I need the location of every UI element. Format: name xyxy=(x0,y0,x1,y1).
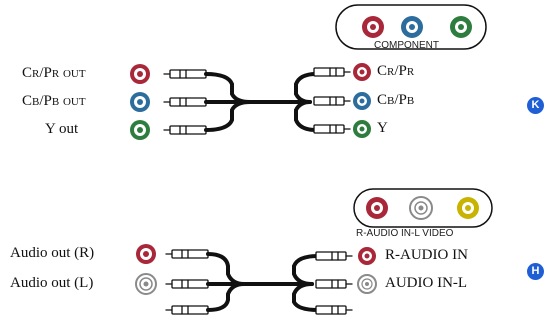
audio-right-plugs xyxy=(315,251,353,315)
audio-dest-jacks xyxy=(357,247,377,294)
component-dest-jacks xyxy=(353,63,371,138)
panel-jack-white-audio xyxy=(409,196,433,220)
audio-left-plugs xyxy=(165,249,209,315)
audio-cable xyxy=(165,249,353,315)
panel-jack-yellow-video xyxy=(457,197,479,219)
component-cable xyxy=(163,67,351,135)
source-label-audio-l: Audio out (L) xyxy=(10,275,94,291)
component-cable-right xyxy=(294,72,318,132)
panel-jack-green xyxy=(450,16,472,38)
component-source-jacks xyxy=(130,64,150,140)
component-right-plugs xyxy=(313,67,351,134)
dest-label-cb: Cb/Pb xyxy=(377,92,415,108)
source-label-audio-r: Audio out (R) xyxy=(10,245,95,261)
dest-label-audio-l: AUDIO IN-L xyxy=(385,275,468,291)
dest-jack-cb xyxy=(353,92,371,110)
component-cable-left xyxy=(204,72,312,132)
badge-h: H xyxy=(527,263,544,280)
audio-source-jacks xyxy=(135,244,157,295)
panel-jack-red-audio xyxy=(366,197,388,219)
source-jack-audio-r xyxy=(136,244,156,264)
badge-k: K xyxy=(527,97,544,114)
source-label-cr: Cr/Pr out xyxy=(22,65,86,81)
dest-jack-audio-r xyxy=(358,247,376,265)
source-label-y: Y out xyxy=(45,121,79,137)
source-label-cb: Cb/Pb out xyxy=(22,93,86,109)
dest-label-cr: Cr/Pr xyxy=(377,63,415,79)
dest-label-audio-r: R-AUDIO IN xyxy=(385,247,468,263)
component-panel xyxy=(335,4,487,50)
source-jack-audio-l xyxy=(135,273,157,295)
dest-jack-audio-l xyxy=(357,274,377,294)
dest-jack-y xyxy=(353,120,371,138)
dest-label-y: Y xyxy=(377,120,388,136)
source-jack-y xyxy=(130,120,150,140)
audio-panel xyxy=(353,188,493,228)
source-jack-cb xyxy=(130,92,150,112)
component-left-plugs xyxy=(163,69,207,135)
audio-cable-left xyxy=(206,252,314,312)
panel-jack-red xyxy=(362,16,384,38)
dest-jack-cr xyxy=(353,63,371,81)
audio-panel-label: R-AUDIO IN-L VIDEO xyxy=(356,228,454,239)
audio-cable-right xyxy=(292,254,320,312)
component-panel-label: COMPONENT xyxy=(374,40,439,51)
source-jack-cr xyxy=(130,64,150,84)
panel-jack-blue xyxy=(401,16,423,38)
